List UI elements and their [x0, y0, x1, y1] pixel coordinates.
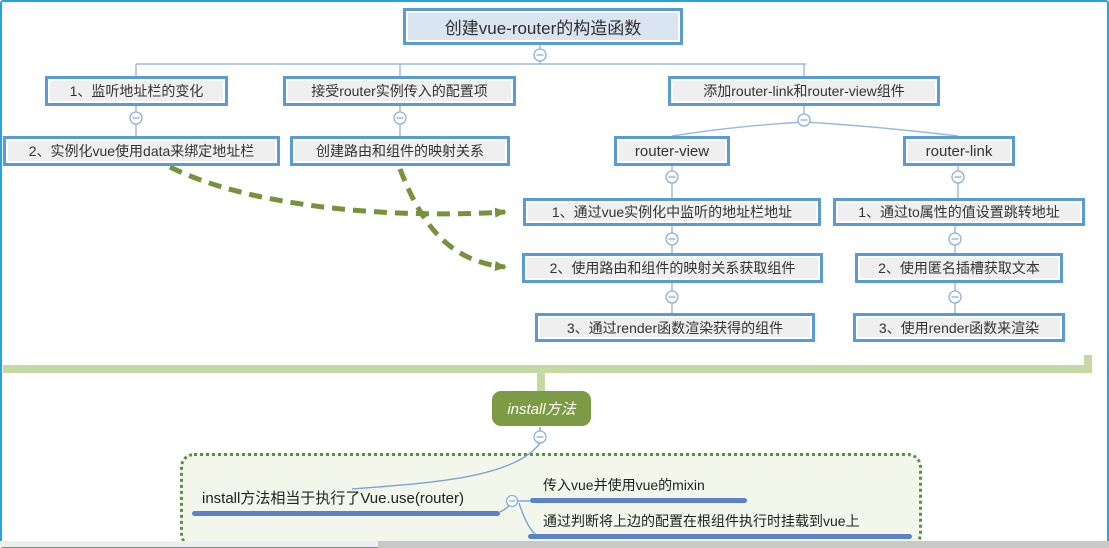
node-router-view-step-1[interactable]: 1、通过vue实例化中监听的地址栏地址: [523, 198, 821, 226]
node-label: 传入vue并使用vue的mixin: [543, 477, 705, 493]
node-label: router-link: [925, 142, 993, 160]
node-label: 2、使用路由和组件的映射关系获取组件: [549, 260, 796, 276]
node-root[interactable]: 创建vue-router的构造函数: [403, 8, 683, 45]
node-label: 接受router实例传入的配置项: [311, 83, 488, 99]
node-label: 3、使用render函数来渲染: [878, 319, 1040, 336]
node-label: 3、通过render函数渲染获得的组件: [566, 319, 784, 336]
install-note-underline: [192, 511, 500, 516]
node-router-view[interactable]: router-view: [614, 136, 730, 166]
collapse-icon[interactable]: [665, 290, 679, 304]
node-label: 通过判断将上边的配置在根组件执行时挂载到vue上: [543, 513, 860, 529]
horizontal-scrollbar-thumb[interactable]: [378, 541, 1109, 548]
node-install-detail-1[interactable]: 传入vue并使用vue的mixin: [543, 475, 705, 495]
collapse-icon[interactable]: [533, 430, 547, 444]
node-label: install方法: [507, 401, 576, 418]
node-router-link-step-1[interactable]: 1、通过to属性的值设置跳转地址: [833, 198, 1085, 226]
arrow-map-to-step2: [397, 168, 507, 272]
node-label: 添加router-link和router-view组件: [703, 83, 905, 99]
collapse-icon[interactable]: [948, 290, 962, 304]
collapse-icon[interactable]: [665, 232, 679, 246]
collapse-icon[interactable]: [665, 170, 679, 184]
node-router-view-step-3[interactable]: 3、通过render函数渲染获得的组件: [535, 313, 815, 342]
node-router-link-step-3[interactable]: 3、使用render函数来渲染: [853, 313, 1065, 342]
collapse-icon[interactable]: [948, 232, 962, 246]
cross-link-arrows: [168, 164, 507, 272]
node-label: 2、实例化vue使用data来绑定地址栏: [28, 143, 255, 159]
node-install-method[interactable]: install方法: [492, 391, 591, 426]
collapse-icon[interactable]: [951, 170, 965, 184]
node-vue-data-bind-url[interactable]: 2、实例化vue使用data来绑定地址栏: [3, 136, 280, 166]
collapse-icon[interactable]: [393, 111, 407, 125]
arrow-data-to-step1: [168, 164, 507, 218]
install-detail-1-underline: [530, 498, 747, 503]
node-listen-url[interactable]: 1、监听地址栏的变化: [45, 76, 228, 106]
node-router-view-step-2[interactable]: 2、使用路由和组件的映射关系获取组件: [522, 253, 823, 283]
node-install-detail-2[interactable]: 通过判断将上边的配置在根组件执行时挂载到vue上: [543, 511, 860, 531]
node-label: 1、通过vue实例化中监听的地址栏地址: [551, 204, 793, 220]
node-label: 创建路由和组件的映射关系: [316, 143, 484, 159]
node-router-link-step-2[interactable]: 2、使用匿名插槽获取文本: [855, 253, 1063, 283]
node-label: 2、使用匿名插槽获取文本: [878, 260, 1040, 276]
node-route-component-map[interactable]: 创建路由和组件的映射关系: [290, 136, 510, 166]
node-add-components[interactable]: 添加router-link和router-view组件: [668, 76, 940, 106]
section-separator-line: [3, 355, 1092, 392]
node-label: 1、通过to属性的值设置跳转地址: [858, 204, 1060, 220]
node-install-note[interactable]: install方法相当于执行了Vue.use(router): [202, 487, 464, 508]
node-label: install方法相当于执行了Vue.use(router): [202, 490, 465, 507]
node-router-link[interactable]: router-link: [903, 136, 1015, 166]
node-label: 1、监听地址栏的变化: [69, 83, 204, 99]
collapse-icon[interactable]: [797, 113, 811, 127]
node-router-options[interactable]: 接受router实例传入的配置项: [283, 76, 516, 106]
collapse-icon[interactable]: [533, 48, 547, 62]
node-root-label: 创建vue-router的构造函数: [444, 19, 642, 38]
collapse-icon[interactable]: [129, 111, 143, 125]
node-label: router-view: [634, 142, 710, 160]
install-detail-2-underline: [528, 534, 912, 539]
